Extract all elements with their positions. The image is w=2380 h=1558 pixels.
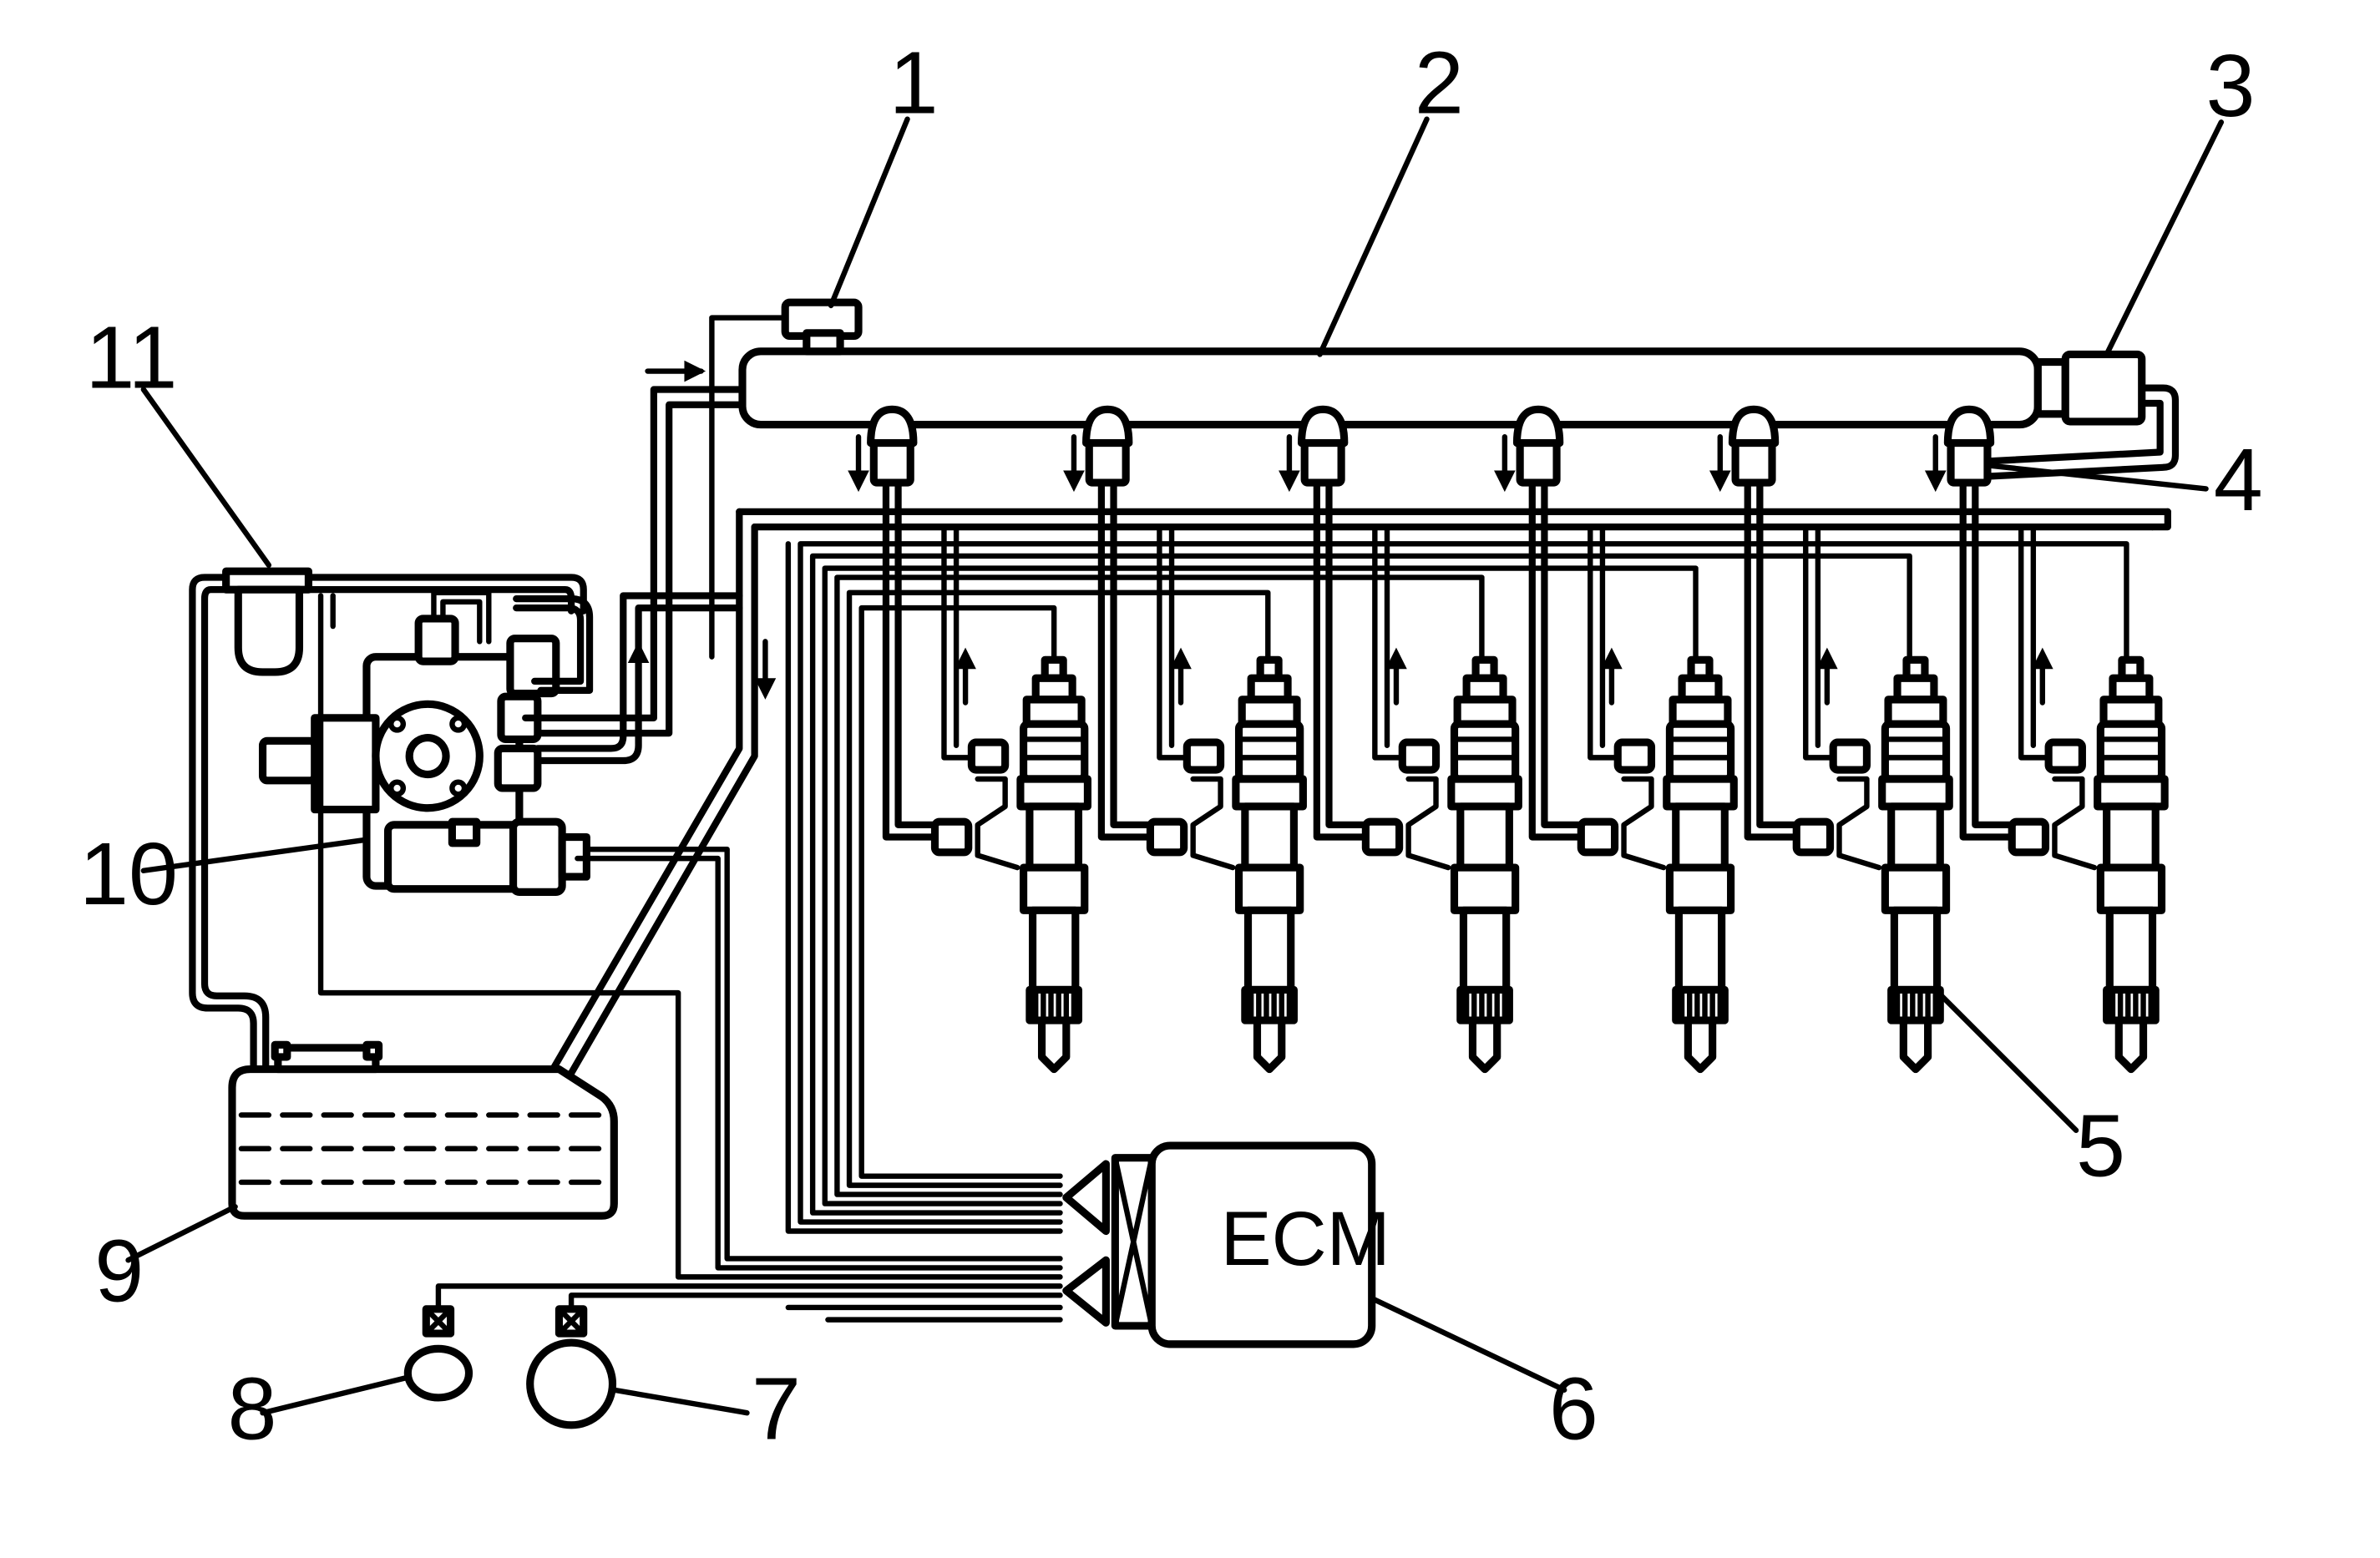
callout-7: 7	[752, 1359, 801, 1458]
fuel-rail	[738, 298, 2146, 429]
injector-3	[1279, 405, 1522, 1074]
callout-9: 9	[94, 1222, 144, 1321]
pressure-limiter-valve	[2061, 350, 2146, 426]
callout-leaders	[125, 116, 2225, 1416]
injector-1	[848, 405, 1092, 1074]
camshaft-position-sensor	[526, 1292, 1063, 1429]
fuel-filter	[222, 567, 313, 676]
callout-11: 11	[85, 309, 177, 407]
callout-8: 8	[227, 1359, 276, 1458]
callout-numbers: 1 2 3 4 5 6 7 8 9 10 11	[79, 33, 2263, 1458]
injector-4	[1494, 405, 1738, 1074]
fuel-tank	[228, 1040, 618, 1220]
callout-2: 2	[1415, 33, 1464, 132]
callout-1: 1	[889, 33, 939, 132]
callout-6: 6	[1549, 1359, 1598, 1458]
ecm-label: ECM	[1221, 1196, 1390, 1282]
callout-10: 10	[79, 825, 178, 923]
crankshaft-position-sensor	[403, 1283, 1063, 1402]
callout-3: 3	[2206, 37, 2256, 135]
injectors	[848, 405, 2169, 1074]
injector-6	[1924, 405, 2169, 1074]
callout-5: 5	[2076, 1097, 2125, 1196]
injector-5	[1709, 405, 1953, 1074]
injector-harness	[785, 541, 2129, 1234]
ecm-module: ECM	[1062, 1141, 1390, 1348]
callout-4: 4	[2214, 431, 2263, 529]
high-pressure-pump	[258, 589, 590, 896]
injector-2	[1063, 405, 1307, 1074]
